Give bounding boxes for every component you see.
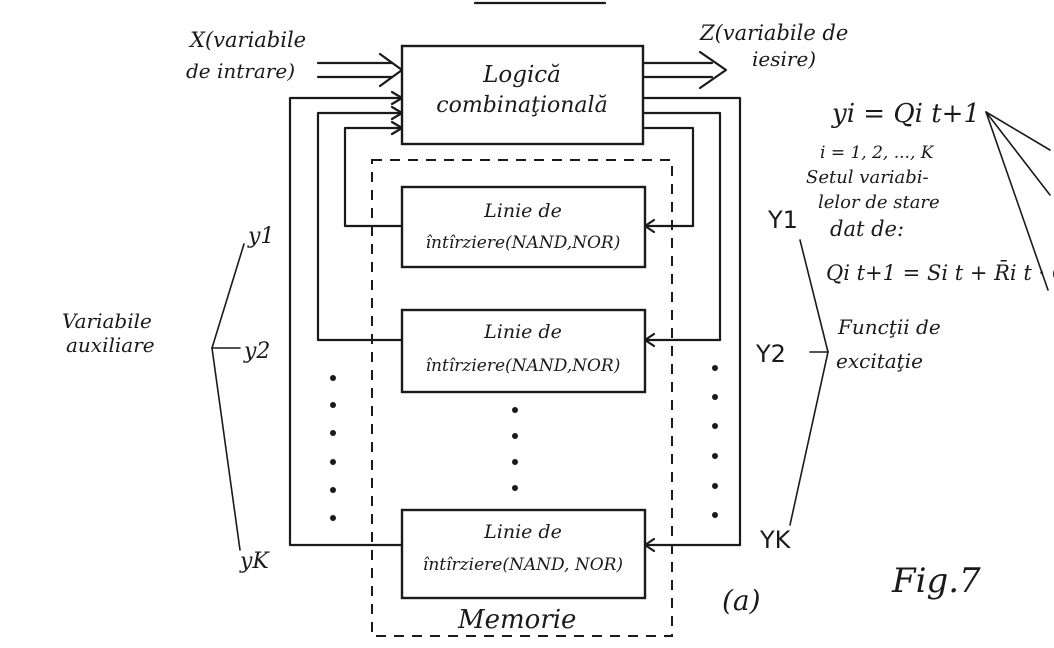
set-text-line1: Setul variabi- [806,167,929,188]
delay-block-3 [400,508,647,600]
output-arrow [641,50,728,90]
subfigure-label: (a) [722,584,761,617]
delay-block-1-line1: Linie de [483,200,562,222]
equation-yi: yi = Qi t+1 [831,99,980,129]
y-upper-2: Y2 [755,340,786,368]
ellipsis-dots [330,365,718,521]
equation-index: i = 1, 2, ..., K [820,143,935,163]
right-brace [789,239,829,526]
equation-pointer-lines [985,111,1051,291]
feedback-wiring [288,90,742,553]
output-label-line1: Z(variabile de [699,21,848,45]
input-label-line1: X(variabile [188,28,306,52]
y-upper-k: YK [759,526,792,554]
y-lower-1: y1 [247,224,274,249]
delay-block-2-line2: întîrziere(NAND,NOR) [426,356,621,376]
excitation-line1: Funcţii de [837,315,941,339]
figure-label: Fig.7 [891,561,981,601]
delay-block-2-line1: Linie de [483,321,562,343]
memory-boundary [371,159,673,637]
delay-block-3-line2: întîrziere(NAND, NOR) [423,555,623,575]
equation-q: Qi t+1 = Si t + R̄i t · Qi t [826,260,1054,285]
combinational-logic-block [400,44,645,146]
delay-block-1 [400,185,647,269]
logic-block-line2: combinaţională [436,93,607,118]
delay-block-1-line2: întîrziere(NAND,NOR) [426,233,621,253]
memory-label: Memorie [457,605,576,635]
secondary-vars-line2: auxiliare [66,333,155,357]
input-label-line2: de intrare) [186,59,295,83]
input-arrow [316,52,404,88]
delay-block-3-line1: Linie de [483,521,562,543]
delay-block-2 [400,308,647,394]
y-upper-1: Y1 [767,206,798,234]
excitation-line2: excitaţie [836,349,923,373]
set-text-line3: dat de: [830,217,904,241]
set-text-line2: lelor de stare [818,192,940,213]
y-lower-k: yK [239,549,270,574]
left-brace [211,243,245,551]
secondary-vars-line1: Variabile [62,309,152,333]
output-label-line2: iesire) [752,47,816,71]
logic-block-line1: Logică [482,62,561,88]
y-lower-2: y2 [243,339,270,364]
